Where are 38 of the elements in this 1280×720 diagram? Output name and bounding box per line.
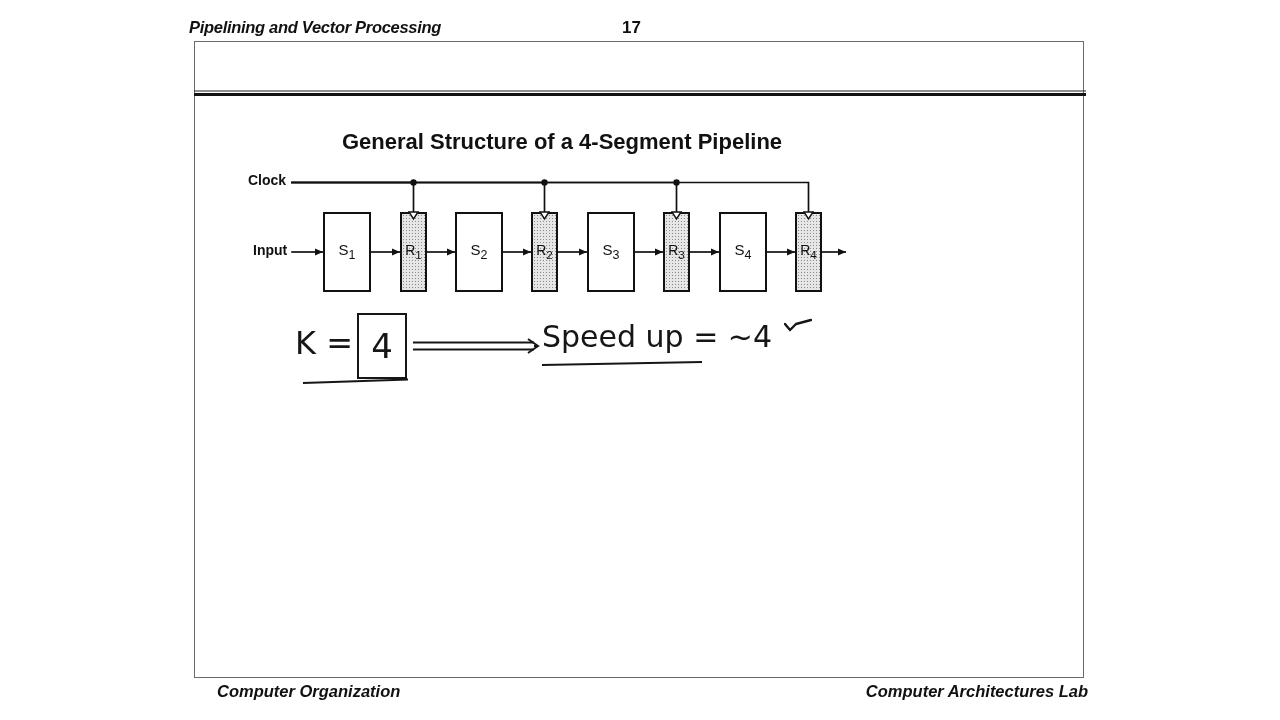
- handwritten-text: K =: [295, 327, 353, 359]
- stage-box: [587, 212, 635, 292]
- stage-label: S$_{1}$: [338, 241, 356, 263]
- arrow: [557, 248, 588, 256]
- page-number: 17: [622, 18, 641, 38]
- arrow: [290, 248, 324, 256]
- register-label: R$_{4}$: [800, 242, 817, 262]
- handwritten-box: [357, 313, 407, 379]
- register-box: [663, 212, 690, 292]
- arrow: [689, 248, 720, 256]
- register-box: [531, 212, 558, 292]
- stage-box: [323, 212, 371, 292]
- stage-box: [455, 212, 503, 292]
- arrow: [766, 248, 796, 256]
- register-box: [795, 212, 822, 292]
- register-label: R$_{2}$: [536, 242, 553, 262]
- signal-label: Clock: [248, 172, 287, 189]
- signal-label: Input: [253, 242, 288, 259]
- stage-label: S$_{4}$: [734, 241, 752, 263]
- arrow: [426, 248, 456, 256]
- slide-title: General Structure of a 4-Segment Pipeline: [340, 129, 784, 155]
- header-text: Pipelining and Vector Processing: [189, 18, 441, 37]
- handwritten-number: 4: [371, 329, 393, 363]
- arrow: [370, 248, 401, 256]
- register-label: R$_{1}$: [405, 242, 422, 262]
- footer-text: Computer Organization: [217, 682, 401, 701]
- arrow: [502, 248, 532, 256]
- register-label: R$_{3}$: [668, 242, 685, 262]
- double-arrow: [412, 338, 539, 354]
- stage-box: [719, 212, 767, 292]
- handwritten-text: Speed up = ~4: [542, 322, 773, 352]
- stage-label: S$_{2}$: [470, 241, 488, 263]
- register-box: [400, 212, 427, 292]
- arrow: [821, 248, 847, 256]
- footer-text: Computer Architectures Lab: [865, 682, 1088, 701]
- arrow: [634, 248, 664, 256]
- stage-label: S$_{3}$: [602, 241, 620, 263]
- arrow: [290, 181, 814, 220]
